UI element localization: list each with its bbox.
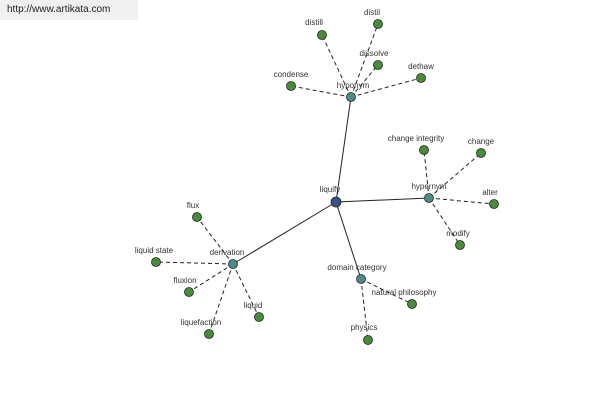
term-label-physics[interactable]: physics [351, 323, 378, 332]
term-label-change[interactable]: change [468, 137, 495, 146]
term-label-natural-philosophy[interactable]: natural philosophy [372, 288, 437, 297]
term-node-distill[interactable] [317, 30, 327, 40]
edge-root-derivation [232, 201, 337, 265]
term-label-distill[interactable]: distill [305, 18, 323, 27]
term-node-dethaw[interactable] [416, 73, 426, 83]
term-label-change-integrity[interactable]: change integrity [388, 134, 444, 143]
edge-root-hyponym [335, 96, 352, 203]
relation-node-hyponym[interactable] [346, 92, 356, 102]
relation-label-derivation[interactable]: derivation [210, 248, 245, 257]
term-node-liquefaction[interactable] [204, 329, 214, 339]
term-node-change[interactable] [476, 148, 486, 158]
edge-hypernym-change-integrity [423, 149, 430, 199]
edge-domain-category-physics [360, 278, 369, 341]
edge-hyponym-condense [290, 85, 352, 98]
term-node-natural-philosophy[interactable] [407, 299, 417, 309]
term-label-alter[interactable]: alter [482, 188, 498, 197]
graph-edges [155, 23, 495, 341]
term-label-dissolve[interactable]: dissolve [360, 49, 389, 58]
edge-hyponym-distil [350, 23, 379, 98]
term-label-liquid-state[interactable]: liquid state [135, 246, 174, 255]
term-node-distil[interactable] [373, 19, 383, 29]
edge-derivation-fluxion [188, 263, 234, 293]
term-node-condense[interactable] [286, 81, 296, 91]
root-node-liquify[interactable] [330, 196, 342, 208]
edge-root-domain-category [335, 201, 362, 280]
edge-derivation-liquefaction [208, 263, 234, 335]
edge-hyponym-dethaw [350, 77, 422, 98]
watermark-box: http://www.artikata.com [0, 0, 138, 20]
term-label-fluxion[interactable]: fluxion [173, 276, 196, 285]
term-node-liquid[interactable] [254, 312, 264, 322]
term-node-alter[interactable] [489, 199, 499, 209]
term-label-distil[interactable]: distil [364, 8, 380, 17]
term-label-liquid[interactable]: liquid [244, 301, 263, 310]
term-node-liquid-state[interactable] [151, 257, 161, 267]
term-node-fluxion[interactable] [184, 287, 194, 297]
relation-label-hypernym[interactable]: hypernym [411, 182, 446, 191]
relation-node-domain-category[interactable] [356, 274, 366, 284]
edge-root-hypernym [335, 197, 430, 203]
term-node-physics[interactable] [363, 335, 373, 345]
edge-domain-category-natural-philosophy [360, 278, 413, 305]
relation-node-derivation[interactable] [228, 259, 238, 269]
term-node-dissolve[interactable] [373, 60, 383, 70]
term-label-condense[interactable]: condense [274, 70, 309, 79]
edge-derivation-liquid-state [155, 261, 234, 265]
edge-derivation-liquid [232, 263, 260, 318]
relation-label-domain-category[interactable]: domain category [327, 263, 386, 272]
graph-labels: liquify hyponym distill distil dissolve conde… [135, 8, 498, 332]
relation-node-hypernym[interactable] [424, 193, 434, 203]
relation-label-hyponym[interactable]: hyponym [337, 81, 370, 90]
root-label-liquify[interactable]: liquify [320, 185, 340, 194]
term-node-flux[interactable] [192, 212, 202, 222]
term-node-modify[interactable] [455, 240, 465, 250]
edge-derivation-flux [196, 216, 234, 265]
term-label-flux[interactable]: flux [187, 201, 199, 210]
edge-hypernym-alter [428, 197, 495, 205]
term-label-modify[interactable]: modify [446, 229, 470, 238]
graph-nodes [151, 19, 499, 345]
edge-hypernym-change [428, 152, 482, 199]
edge-hyponym-distill [321, 34, 352, 98]
term-node-change-integrity[interactable] [419, 145, 429, 155]
term-label-dethaw[interactable]: dethaw [408, 62, 434, 71]
watermark-url[interactable]: http://www.artikata.com [7, 4, 111, 15]
term-label-liquefaction[interactable]: liquefaction [181, 318, 221, 327]
edge-hypernym-modify [428, 197, 461, 246]
